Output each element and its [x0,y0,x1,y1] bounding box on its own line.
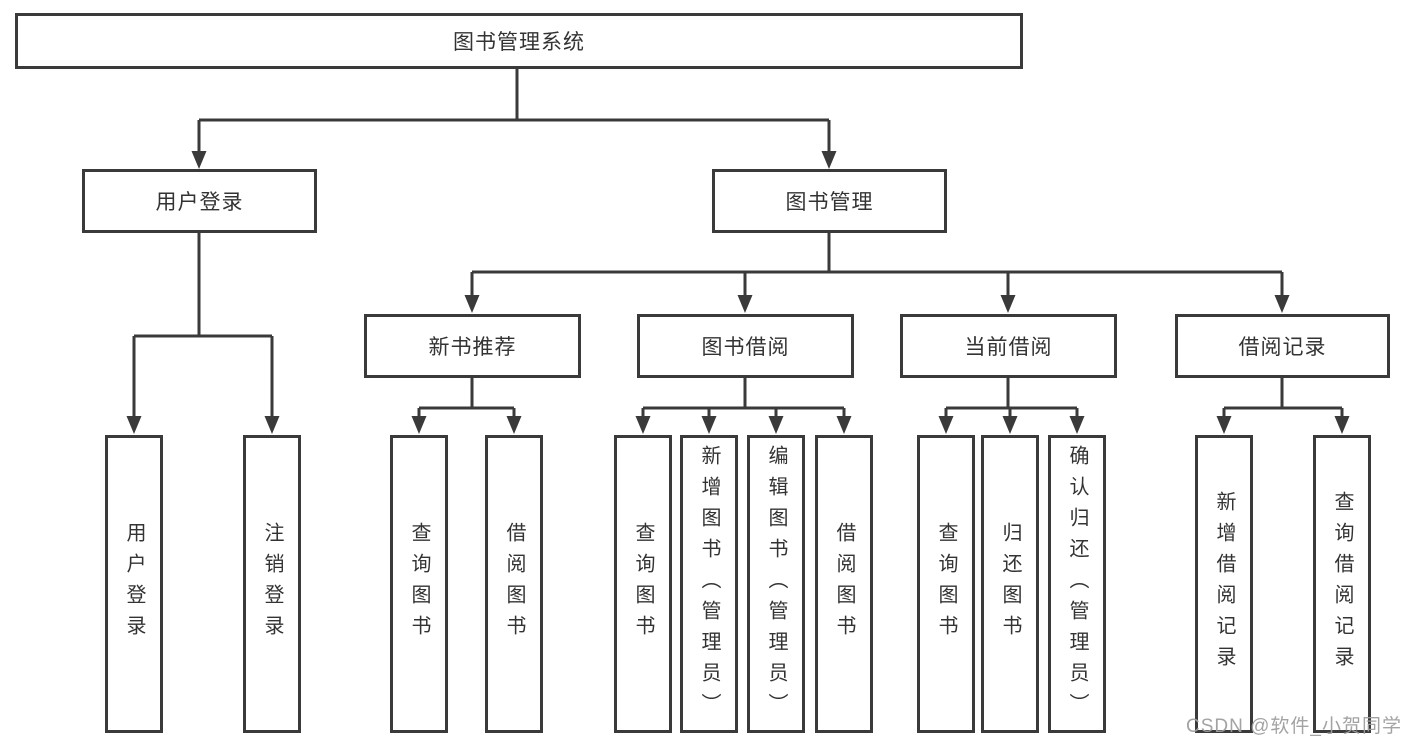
arrowhead-icon [701,416,717,434]
leaf-label: 查询图书 [408,522,430,646]
arrowhead-icon [635,416,651,434]
leaf-borrow-edit-books-admin: 编辑图书（管理员） [747,435,805,733]
leaf-label: 新增借阅记录 [1213,491,1235,677]
arrowhead-icon [411,416,427,434]
connector-root-to-level1 [197,69,831,152]
arrowhead-icon [191,151,207,169]
node-current-borrow: 当前借阅 [900,314,1117,378]
connector-bookmgmt-to-level2 [470,233,1284,296]
leaf-label: 注销登录 [261,522,283,646]
watermark: CSDN @软件_小贺同学 [1186,716,1402,737]
leaf-label: 查询图书 [935,522,957,646]
arrowhead-icon [768,416,784,434]
leaf-records-add-record: 新增借阅记录 [1195,435,1253,733]
arrowhead-icon [737,295,753,313]
leaf-label: 查询图书 [632,522,654,646]
arrowhead-icon [1334,416,1350,434]
arrowheads [126,151,1350,434]
arrowhead-icon [836,416,852,434]
connector-current-to-leaves [944,378,1079,417]
leaf-records-query-record: 查询借阅记录 [1313,435,1371,733]
leaf-borrow-borrow-books: 借阅图书 [815,435,873,733]
arrowhead-icon [464,295,480,313]
leaf-user-login: 用户登录 [105,435,163,733]
arrowhead-icon [1216,416,1232,434]
node-user-login: 用户登录 [82,169,317,233]
node-book-management: 图书管理 [712,169,947,233]
leaf-borrow-query-books: 查询图书 [614,435,672,733]
arrowhead-icon [938,416,954,434]
node-root: 图书管理系统 [15,13,1023,69]
node-new-book-recommend: 新书推荐 [364,314,581,378]
leaf-label: 查询借阅记录 [1331,491,1353,677]
leaf-current-return-books: 归还图书 [981,435,1039,733]
connector-newbook-to-leaves [417,378,516,417]
connector-records-to-leaves [1222,378,1344,417]
leaf-newbook-query-books: 查询图书 [390,435,448,733]
node-borrow-records: 借阅记录 [1175,314,1390,378]
leaf-label: 借阅图书 [503,522,525,646]
leaf-current-query-books: 查询图书 [917,435,975,733]
arrowhead-icon [1069,416,1085,434]
leaf-label: 归还图书 [999,522,1021,646]
leaf-label: 借阅图书 [833,522,855,646]
leaf-label: 编辑图书（管理员） [765,444,787,724]
arrowhead-icon [126,416,142,434]
leaf-current-confirm-return-admin: 确认归还（管理员） [1048,435,1106,733]
arrowhead-icon [1000,295,1016,313]
leaf-borrow-add-books-admin: 新增图书（管理员） [680,435,738,733]
arrowhead-icon [264,416,280,434]
leaf-label: 新增图书（管理员） [698,444,720,724]
leaf-label: 确认归还（管理员） [1066,444,1088,724]
connector-borrow-to-leaves [641,378,846,417]
connector-userlogin-to-leaves [132,233,274,417]
arrowhead-icon [1002,416,1018,434]
arrowhead-icon [821,151,837,169]
node-book-borrow: 图书借阅 [637,314,854,378]
leaf-label: 用户登录 [123,522,145,646]
leaf-newbook-borrow-books: 借阅图书 [485,435,543,733]
leaf-logout: 注销登录 [243,435,301,733]
arrowhead-icon [506,416,522,434]
arrowhead-icon [1274,295,1290,313]
